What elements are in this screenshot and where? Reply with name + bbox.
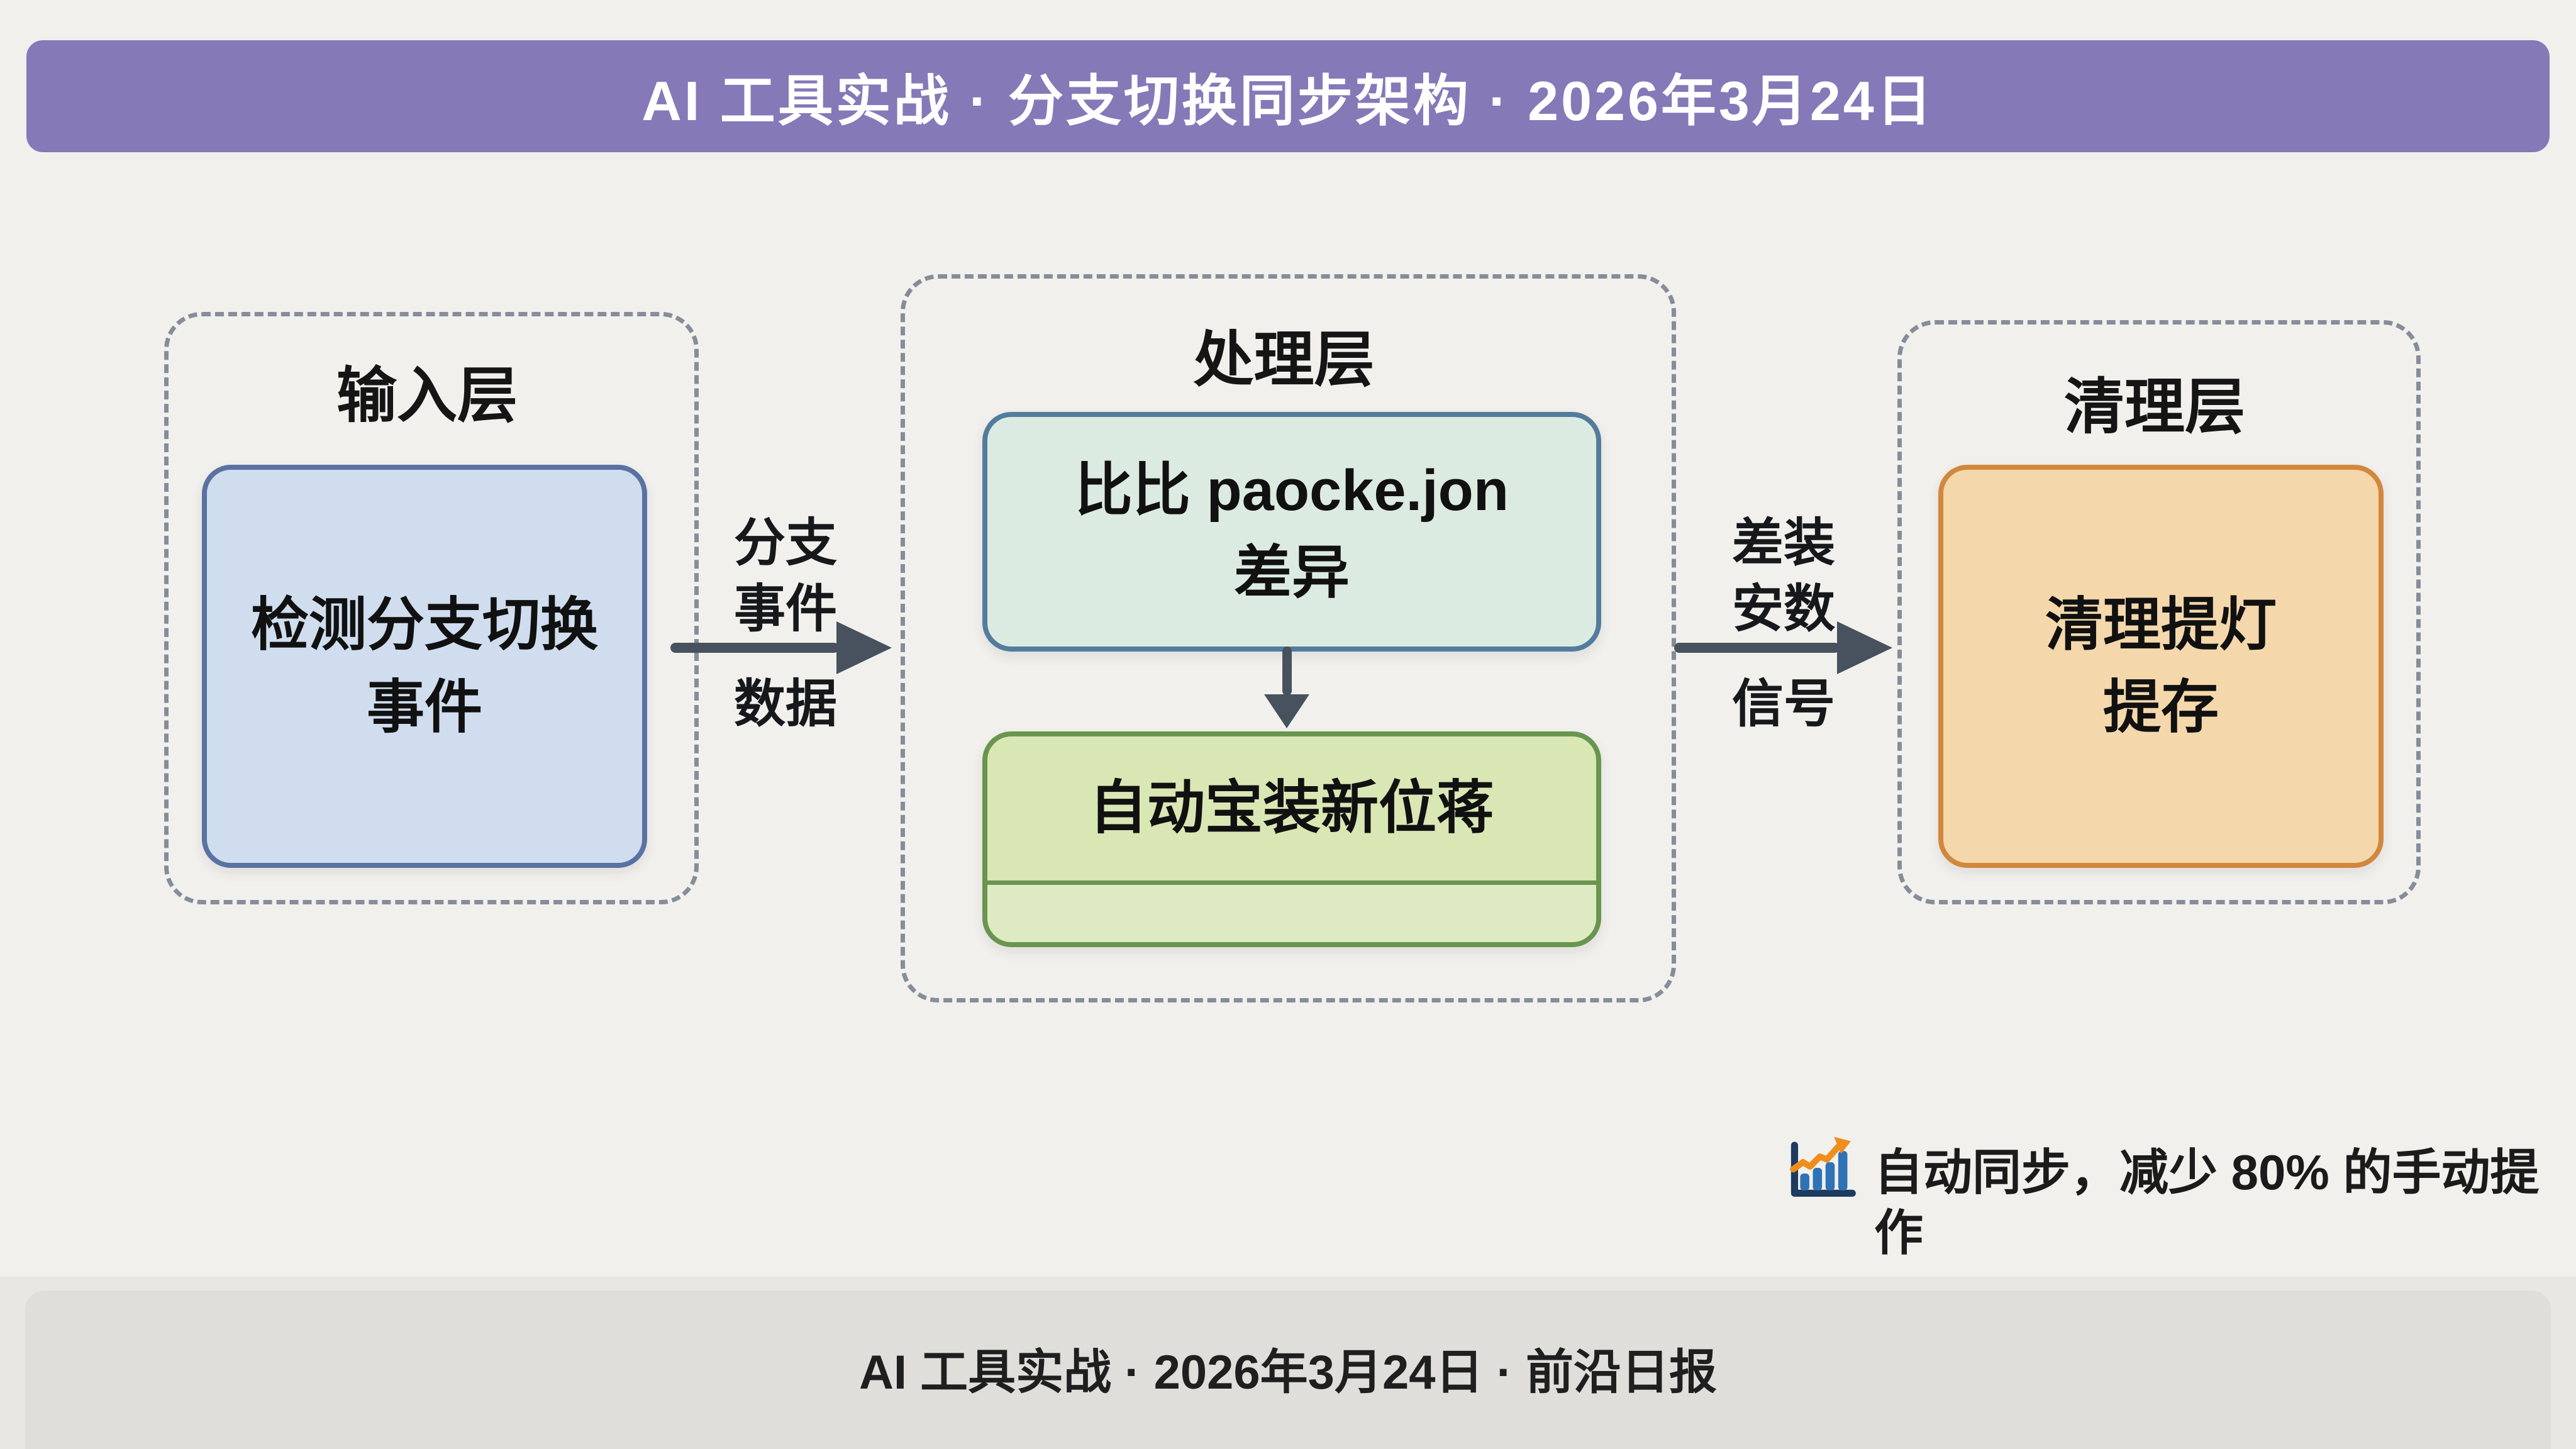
node-text-line: 清理提灯 — [2045, 592, 2277, 657]
node-text-line: 检测分支切换 — [250, 592, 598, 657]
bar-chart-icon — [1790, 1136, 1856, 1197]
arrow2-label-above-line1: 差装 — [1731, 514, 1835, 572]
node-text-line: 自动宝装新位蒋 — [1089, 776, 1494, 841]
input-layer-label: 输入层 — [336, 362, 518, 430]
node-text-line: 事件 — [366, 675, 482, 740]
group-process-layer — [901, 274, 1676, 1002]
arrow-down-head — [1264, 694, 1309, 728]
arrow-down-line — [1282, 647, 1292, 696]
header-banner: AI 工具实战 · 分支切换同步架构 · 2026年3月24日 — [26, 40, 2550, 152]
arrow1-label-above: 分支 事件 — [691, 511, 880, 643]
arrow-process-to-cleanup-head — [1837, 621, 1892, 674]
process-layer-label: 处理层 — [1193, 326, 1375, 394]
node-text-line: 比比 paocke.jon — [1074, 458, 1509, 523]
node-detect-branch-switch: 检测分支切换 事件 — [202, 465, 647, 868]
node-auto-install: 自动宝装新位蒋 — [982, 731, 1601, 947]
arrow-input-to-process-line — [670, 643, 839, 653]
node-green-sub-section — [987, 880, 1596, 942]
arrow-process-to-cleanup-line — [1674, 643, 1840, 653]
footer-bar — [25, 1291, 2551, 1449]
node-compare-diff: 比比 paocke.jon 差异 — [982, 412, 1601, 652]
node-green-main: 自动宝装新位蒋 — [987, 736, 1596, 880]
node-clean-cache: 清理提灯 提存 — [1938, 465, 2384, 868]
arrow1-label-above-line2: 事件 — [733, 580, 837, 638]
arrow-input-to-process-head — [836, 621, 892, 674]
footer-text: AI 工具实战 · 2026年3月24日 · 前沿日报 — [858, 1346, 1718, 1399]
group-cleanup-layer — [1897, 320, 2421, 904]
arrow1-label-below: 数据 — [733, 675, 837, 733]
node-text-line: 提存 — [2102, 675, 2219, 740]
cleanup-layer-label: 清理层 — [2064, 374, 2245, 441]
arrow1-label-above-line1: 分支 — [733, 514, 837, 572]
note-text: 自动同步，减少 80% 的手动提作 — [1874, 1145, 2540, 1260]
arrow2-label-below: 信号 — [1731, 675, 1835, 733]
group-input-layer — [164, 312, 699, 904]
header-title: AI 工具实战 · 分支切换同步架构 · 2026年3月24日 — [641, 69, 1935, 132]
node-text-line: 差异 — [1233, 540, 1350, 605]
arrow2-label-above: 差装 安数 — [1689, 511, 1878, 643]
arrow2-label-above-line2: 安数 — [1731, 580, 1835, 638]
